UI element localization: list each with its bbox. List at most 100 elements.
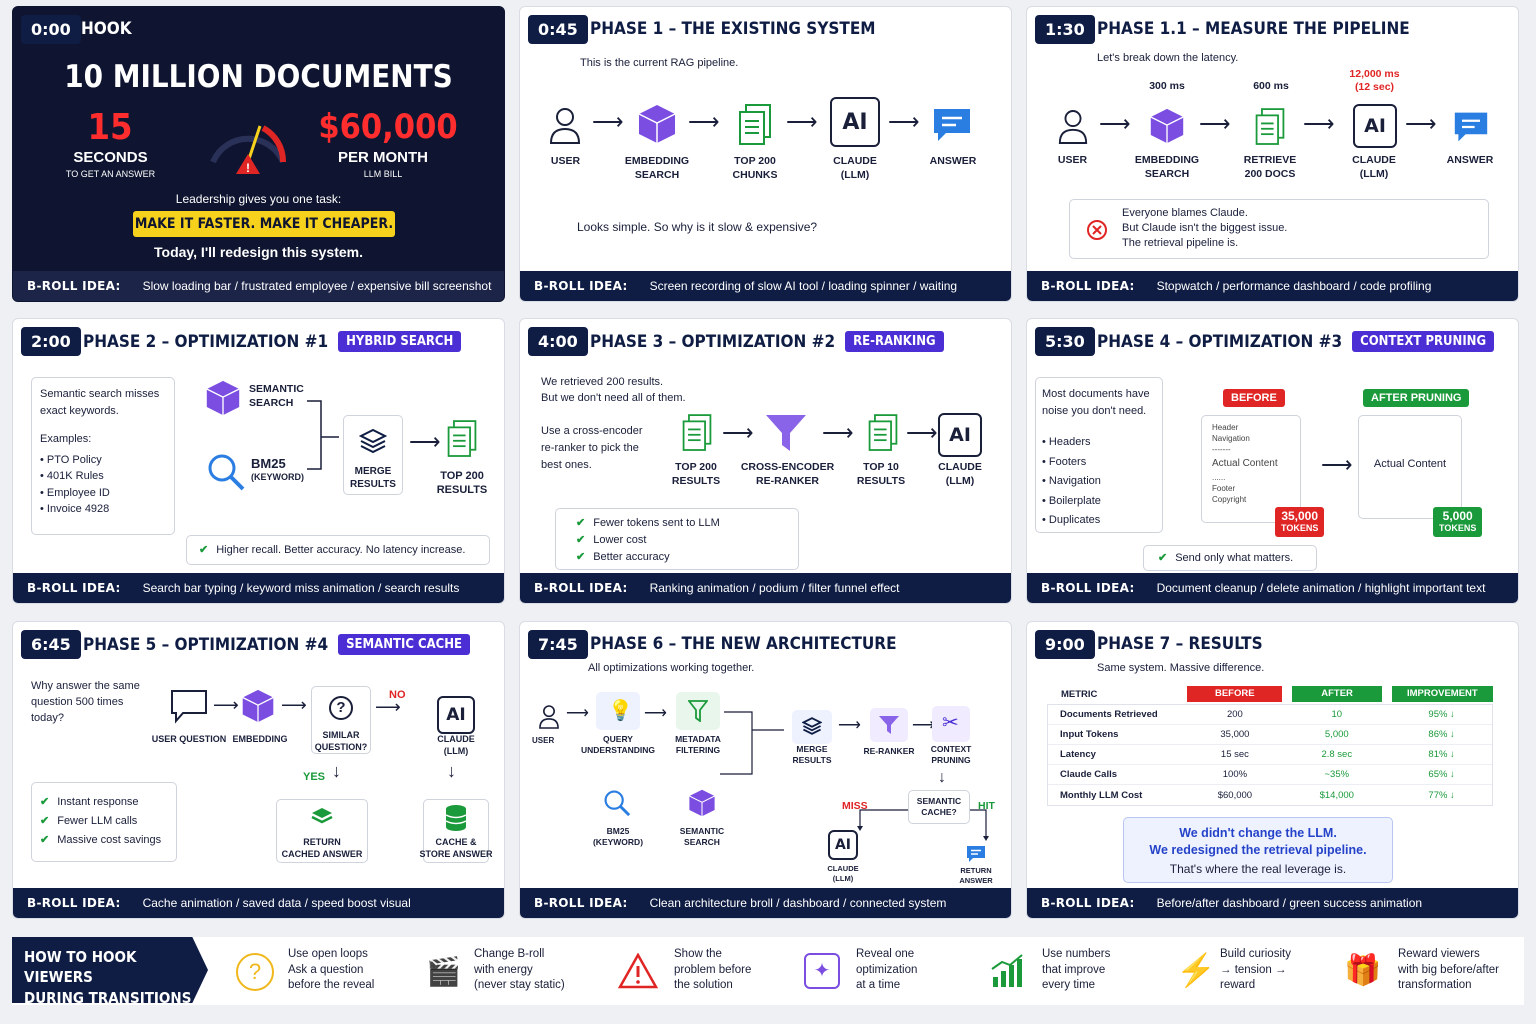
subtitle: All optimizations working together. [588, 662, 755, 674]
badge: HYBRID SEARCH [338, 331, 462, 352]
broll-bar: B-ROLL IDEA:Cache animation / saved data… [13, 888, 504, 918]
cube-icon [1150, 108, 1184, 144]
arrow-icon: ⟶ [888, 109, 920, 134]
insight-line: But Claude isn't the biggest issue. [1122, 222, 1288, 234]
user-icon [1058, 110, 1088, 144]
lightning-icon: ⚡ [1176, 952, 1216, 988]
query-box [596, 692, 640, 730]
badge: SEMANTIC CACHE [338, 634, 470, 655]
chat-icon [967, 846, 985, 862]
table-header: IMPROVEMENT [1391, 686, 1493, 702]
ai-icon: AI [1353, 104, 1397, 148]
broll-bar: B-ROLL IDEA:Before/after dashboard / gre… [1027, 888, 1518, 918]
tip-text: Reveal one optimization at a time [856, 948, 918, 992]
miss-label: MISS [842, 800, 868, 812]
arrow-icon: ⟶ [906, 420, 938, 445]
stat-cost-label: PER MONTH [338, 149, 428, 166]
svg-text:!: ! [246, 161, 250, 175]
intro-line: But we don't need all of them. [541, 392, 686, 404]
merge-box [343, 415, 403, 495]
check-box: ✔Send only what matters. [1143, 545, 1317, 571]
table-header: AFTER [1292, 686, 1382, 702]
node-label: ANSWER [1446, 154, 1494, 166]
table-header: METRIC [1061, 688, 1098, 700]
reranker-label: RE-RANKER [863, 746, 915, 756]
scissors-icon: ✂ [942, 712, 959, 734]
arrow-icon: ⟶ [375, 697, 401, 717]
documents-icon [682, 414, 712, 451]
cache-box [908, 790, 970, 824]
metadata-box [676, 692, 720, 730]
node-label: CLAUDE (LLM) [938, 461, 982, 487]
arrow-icon: ⟶ [688, 109, 720, 134]
subtitle: This is the current RAG pipeline. [580, 57, 739, 69]
after-doc: Actual Content [1358, 415, 1462, 519]
arrow-icon: ⟶ [786, 109, 818, 134]
filter-icon [688, 700, 708, 722]
cube-icon [689, 789, 715, 817]
question-circle-icon: ? [236, 953, 274, 991]
node-label: CLAUDE (LLM) [1352, 154, 1396, 180]
node-label: USER [1057, 154, 1088, 166]
speech-bubble-icon [171, 690, 207, 724]
node-label: TOP 200 CHUNKS [732, 155, 778, 181]
card-phase-7: 9:00 PHASE 7 – RESULTS Same system. Mass… [1026, 621, 1519, 919]
badge: RE-RANKING [845, 331, 944, 352]
question-text: Why answer the same question 500 times t… [31, 680, 140, 724]
latency-label: 300 ms [1149, 80, 1185, 92]
return-cached-label: RETURN CACHED ANSWER [281, 837, 363, 859]
benefits-box: ✔Instant response ✔Fewer LLM calls ✔Mass… [31, 782, 177, 862]
table-header: BEFORE [1187, 686, 1283, 702]
check-box: ✔Higher recall. Better accuracy. No late… [186, 535, 490, 565]
bm25-sub: (KEYWORD) [251, 472, 304, 482]
takeaway-box: We didn't change the LLM. We redesigned … [1123, 817, 1393, 883]
tips-strip: HOW TO HOOK VIEWERS DURING TRANSITIONS ?… [12, 937, 1524, 1005]
user-label: USER [532, 736, 555, 745]
latency-label-red: 12,000 ms [1349, 68, 1400, 80]
arrow-icon: ⟶ [592, 109, 624, 134]
arrow-icon: ⟶ [722, 420, 754, 445]
card-phase-1: 0:45 PHASE 1 – THE EXISTING SYSTEM This … [519, 6, 1012, 302]
node-label: EMBEDDING SEARCH [624, 155, 690, 181]
arrow-icon: ⟶ [213, 695, 239, 715]
merge-label: MERGE RESULTS [792, 744, 832, 766]
timestamp: 7:45 [528, 630, 588, 659]
ai-icon: AI [938, 413, 982, 457]
error-icon [1087, 220, 1107, 240]
card-title: PHASE 7 – RESULTS [1097, 634, 1263, 654]
chat-icon [1454, 112, 1488, 142]
card-title: PHASE 1.1 – MEASURE THE PIPELINE [1097, 19, 1410, 39]
stat-seconds: 15 [87, 107, 133, 148]
sparkle-icon: ✦ [804, 953, 840, 989]
magnifier-icon [208, 454, 245, 491]
user-icon [539, 705, 559, 729]
example-item: • PTO Policy [40, 453, 102, 466]
check-icon: ✔ [40, 834, 50, 846]
problem-box: Semantic search misses exact keywords. E… [31, 377, 175, 535]
lightbulb-icon: 💡 [608, 700, 633, 722]
tip-text: Reward viewers with big before/after tra… [1398, 948, 1500, 992]
timestamp: 5:30 [1035, 327, 1095, 356]
hit-label: HIT [978, 800, 995, 812]
magnifier-icon [604, 790, 631, 817]
arrow-icon: ↓ [332, 761, 341, 781]
gift-icon: 🎁 [1344, 954, 1382, 987]
arrow-icon: ⟶ [1321, 452, 1353, 477]
arrow-icon: ⟶ [1303, 111, 1335, 136]
similar-label: SIMILAR QUESTION? [314, 730, 368, 752]
tip-text: Build curiosity → tension → reward [1220, 948, 1291, 992]
connector-lines [857, 809, 989, 841]
no-label: NO [389, 689, 406, 701]
card-phase-6: 7:45 PHASE 6 – THE NEW ARCHITECTURE All … [519, 621, 1012, 919]
tip-text: Use open loops Ask a question before the… [288, 948, 375, 992]
chat-icon [934, 109, 970, 141]
